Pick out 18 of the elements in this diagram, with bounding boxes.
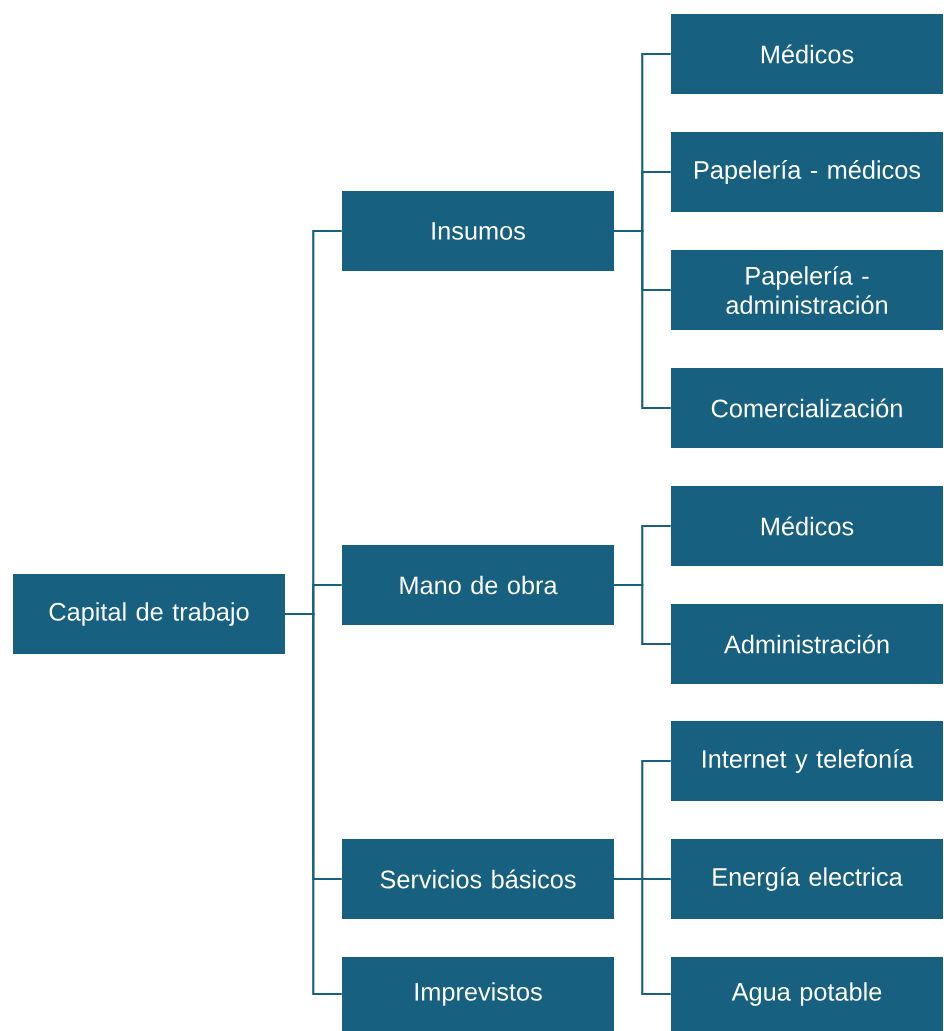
connector-line bbox=[614, 877, 671, 996]
category-box: Energía electrica bbox=[671, 839, 943, 919]
category-box: Comercialización bbox=[671, 368, 943, 448]
category-box: Médicos bbox=[671, 486, 943, 566]
category-box: Agua potable bbox=[671, 957, 943, 1031]
category-box: Capital de trabajo bbox=[13, 574, 285, 654]
category-box: Administración bbox=[671, 604, 943, 684]
connector-line bbox=[614, 229, 671, 410]
category-box: Papelería - administración bbox=[671, 250, 943, 330]
category-box: Imprevistos bbox=[342, 957, 614, 1031]
connector-line bbox=[614, 583, 671, 646]
connector-line bbox=[285, 612, 342, 996]
category-box: Papelería - médicos bbox=[671, 132, 943, 212]
category-box: Internet y telefonía bbox=[671, 721, 943, 801]
category-box: Insumos bbox=[342, 191, 614, 271]
category-box: Mano de obra bbox=[342, 545, 614, 625]
category-box: Médicos bbox=[671, 14, 943, 94]
category-box: Servicios básicos bbox=[342, 839, 614, 919]
